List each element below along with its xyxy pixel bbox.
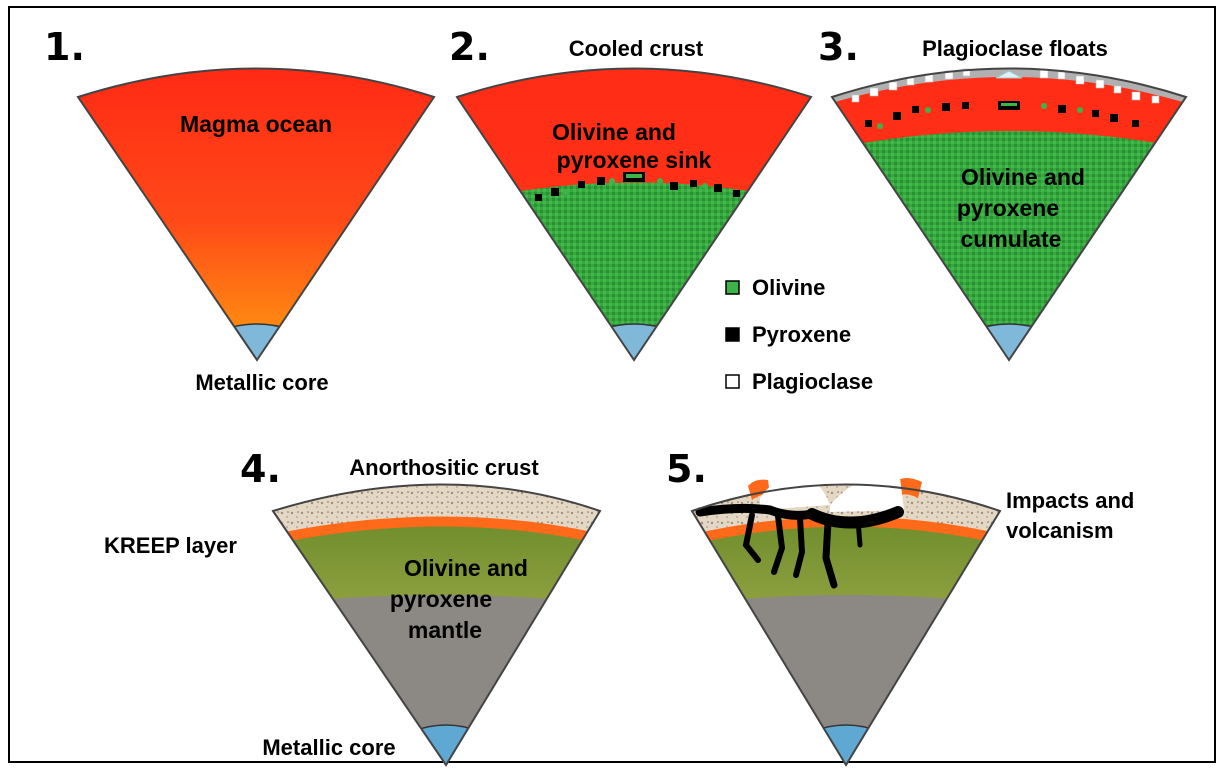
panel-number: 3. <box>818 25 859 69</box>
plagioclase-floats-label: Plagioclase floats <box>922 36 1108 61</box>
panel-number: 4. <box>240 447 281 491</box>
mantle-label-line2: pyroxene <box>390 586 492 612</box>
cooled-crust-label: Cooled crust <box>569 36 704 61</box>
plagioclase-swatch <box>726 375 739 388</box>
panel-3: 3. Plagioclase floats Olivine and pyroxe… <box>818 25 1195 380</box>
legend-label: Olivine <box>752 275 825 300</box>
legend-item-olivine: Olivine <box>726 275 825 300</box>
olivine-sink-label-line2: pyroxene sink <box>557 147 712 173</box>
cumulate-label-line2: pyroxene <box>957 195 1059 221</box>
panel-number: 5. <box>666 447 707 491</box>
metallic-core-wedge <box>811 725 881 769</box>
metallic-core-wedge <box>974 324 1044 380</box>
legend-label: Plagioclase <box>752 369 873 394</box>
olivine-swatch <box>726 281 739 294</box>
metallic-core-label: Metallic core <box>262 735 395 760</box>
panel-4: 4. Anorthositic crust KREEP layer Olivin… <box>104 447 610 769</box>
panel-1: 1. Magma ocean Metallic core <box>44 25 450 395</box>
olivine-sink-label-line1: Olivine and <box>552 119 676 145</box>
legend: Olivine Pyroxene Plagioclase <box>726 275 873 394</box>
metallic-core-wedge <box>411 725 481 769</box>
cumulate-label-line1: Olivine and <box>961 164 1085 190</box>
metallic-core-label: Metallic core <box>195 370 328 395</box>
legend-label: Pyroxene <box>752 322 851 347</box>
panel-number: 2. <box>449 25 490 69</box>
cumulate-label-line3: cumulate <box>961 226 1062 252</box>
magma-ocean-fill <box>70 40 450 370</box>
legend-item-plagioclase: Plagioclase <box>726 369 873 394</box>
mantle-label-line3: mantle <box>408 617 482 643</box>
anorthositic-crust-label: Anorthositic crust <box>349 455 539 480</box>
panel-number: 1. <box>44 25 85 69</box>
kreep-layer-label: KREEP layer <box>104 533 237 558</box>
impacts-label-line2: volcanism <box>1006 518 1114 543</box>
metallic-core-wedge <box>599 324 669 380</box>
impacts-label-line1: Impacts and <box>1006 488 1134 513</box>
panel-5: 5. Impacts and volcanism <box>666 447 1134 769</box>
magma-ocean-label: Magma ocean <box>180 111 332 137</box>
pyroxene-swatch <box>726 328 739 341</box>
mantle-label-line1: Olivine and <box>404 555 528 581</box>
legend-item-pyroxene: Pyroxene <box>726 322 851 347</box>
